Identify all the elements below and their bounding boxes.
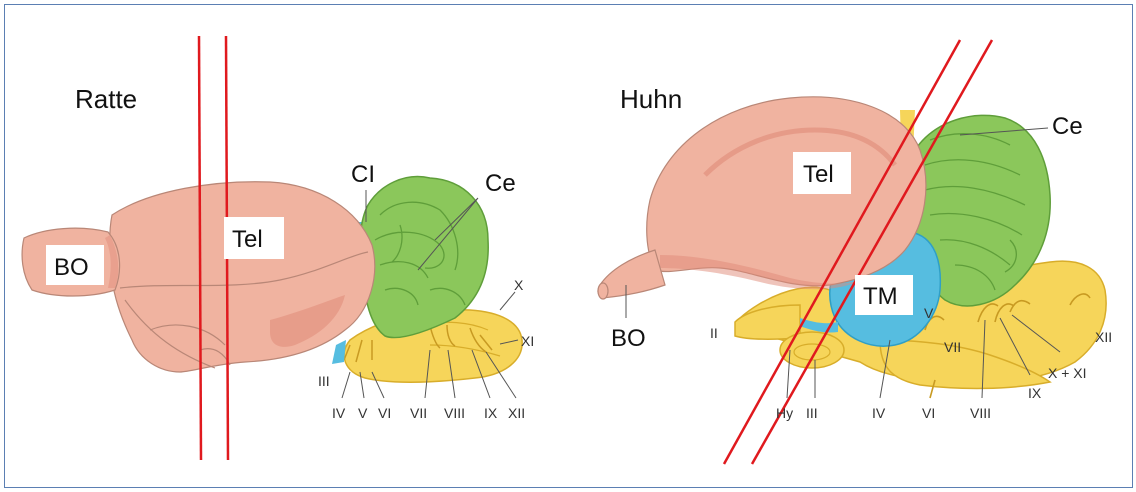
- chicken-label-ce: Ce: [1052, 113, 1083, 140]
- rat-label-tel: Tel: [232, 226, 263, 253]
- chicken-nerve-ix: IX: [1028, 385, 1042, 401]
- rat-nerve-iii: III: [318, 373, 330, 389]
- chicken-label-tel: Tel: [803, 161, 834, 188]
- chicken-nerve-vi: VI: [922, 405, 935, 421]
- chicken-nerve-v: V: [924, 305, 934, 321]
- chicken-nerve-xii: XII: [1095, 329, 1112, 345]
- chicken-nerve-x-xi: X + XI: [1048, 365, 1087, 381]
- rat-nerve-x: X: [514, 277, 524, 293]
- chicken-nerve-viii: VIII: [970, 405, 991, 421]
- rat-nerve-v: V: [358, 405, 368, 421]
- chicken-nerve-vii: VII: [944, 339, 961, 355]
- chicken-label-bo: BO: [611, 325, 646, 352]
- chicken-label-tm: TM: [863, 283, 898, 310]
- rat-label-ci: CI: [351, 161, 375, 188]
- chicken-brain: [598, 97, 1106, 398]
- chicken-nerve-hy: Hy: [776, 405, 793, 421]
- chicken-nerve-ii: II: [710, 325, 718, 341]
- rat-title: Ratte: [75, 84, 137, 114]
- chicken-nerve-iii: III: [806, 405, 818, 421]
- rat-nerve-vi: VI: [378, 405, 391, 421]
- rat-nerve-xii: XII: [508, 405, 525, 421]
- chicken-title: Huhn: [620, 84, 682, 114]
- rat-nerve-xi: XI: [521, 333, 534, 349]
- rat-cut-line-1: [199, 36, 201, 460]
- rat-label-ce: Ce: [485, 170, 516, 197]
- rat-nerve-iv: IV: [332, 405, 346, 421]
- rat-blue-lower: [332, 340, 346, 364]
- chicken-optic-nerve: [735, 305, 800, 339]
- rat-label-bo: BO: [54, 254, 89, 281]
- rat-nerve-viii: VIII: [444, 405, 465, 421]
- rat-nerve-ix: IX: [484, 405, 498, 421]
- chicken-ob-tip: [598, 283, 608, 299]
- rat-telencephalon: [110, 182, 375, 372]
- chicken-nerve-iv: IV: [872, 405, 886, 421]
- rat-nerve-vii: VII: [410, 405, 427, 421]
